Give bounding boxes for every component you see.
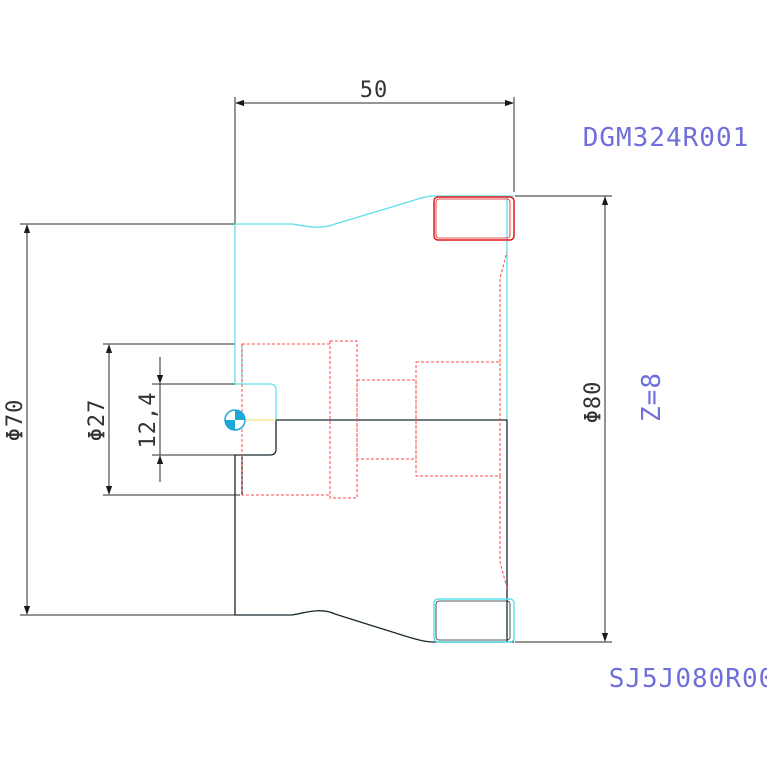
insert-top [433,196,515,241]
dimension-bore-diameter [103,343,240,496]
dimension-keyway [152,357,246,482]
dimension-cutter-diameter [515,195,612,643]
keyway-lower [235,420,277,456]
insert-top-inner [435,198,511,239]
dimension-length [234,97,515,225]
outline-lower-half [234,419,514,643]
outline-upper-profile [234,195,514,384]
part-code-label: DGM324R001 [583,123,750,153]
center-mark-icon [224,409,276,431]
insert-bottom [433,598,515,643]
hidden-neck [356,379,417,460]
hidden-chamfer-upper [499,251,508,362]
keyway-upper [235,383,277,420]
insert-bottom-inner [435,600,511,641]
dimension-keyway-value: 12,4 [136,392,161,449]
teeth-count-label: Z=8 [637,372,667,422]
dimension-bore-diameter-value: Φ27 [85,399,110,442]
dimension-body-diameter-value: Φ70 [3,399,28,442]
tool-code-label: SJ5J080R00 [609,664,767,694]
outline-lower-profile [234,455,514,643]
hidden-counterbore [415,361,501,477]
dimension-length-value: 50 [360,78,389,103]
dimension-cutter-diameter-value: Φ80 [581,381,606,424]
outline-upper-half [234,195,514,420]
hidden-chamfer-lower [499,476,508,589]
